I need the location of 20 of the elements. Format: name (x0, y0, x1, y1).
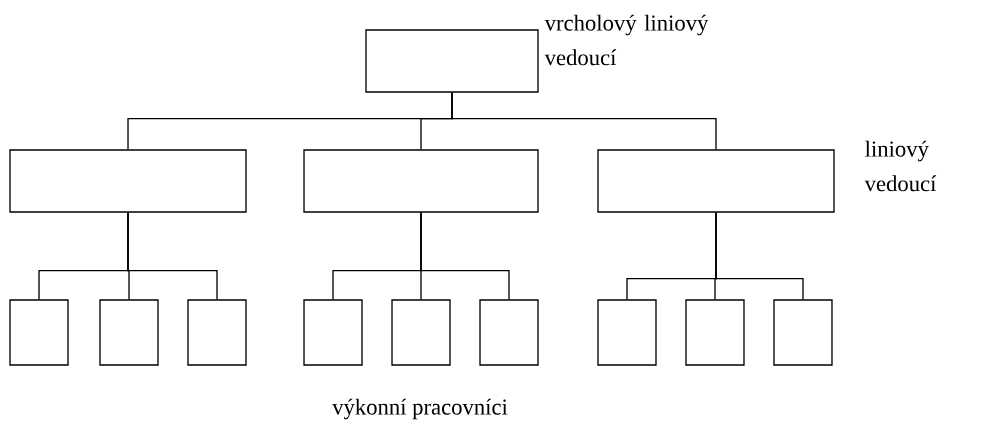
level-label: výkonní pracovníci (332, 398, 508, 420)
org-box (479, 299, 539, 366)
connector-line (127, 212, 218, 300)
org-box (773, 299, 833, 366)
org-box (685, 299, 745, 366)
org-box (9, 149, 247, 213)
org-box (365, 29, 539, 93)
connector-line (420, 212, 510, 300)
level-label: vrcholový liniový vedoucí (544, 14, 709, 66)
org-box (99, 299, 159, 366)
level-label: liniový vedoucí (864, 140, 937, 192)
connector-line (451, 92, 717, 150)
org-box (597, 149, 835, 213)
connector-line (715, 212, 804, 300)
org-box (9, 299, 69, 366)
org-box (303, 299, 363, 366)
org-box (303, 149, 539, 213)
org-box (187, 299, 247, 366)
org-box (391, 299, 451, 366)
org-box (597, 299, 657, 366)
